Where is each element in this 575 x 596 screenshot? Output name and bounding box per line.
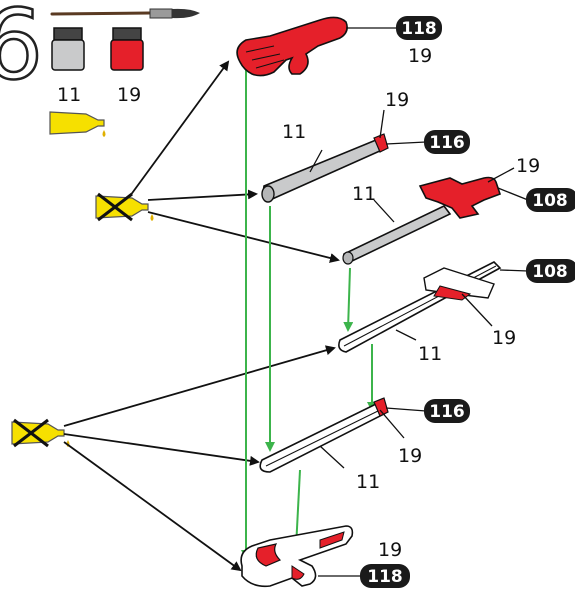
paint-pot-red-icon — [110, 27, 144, 71]
svg-text:116: 116 — [429, 402, 465, 422]
part-number-badge: 118 — [396, 16, 442, 40]
paint-code-grey: 11 — [57, 84, 81, 106]
no-glue-icon — [11, 418, 70, 448]
paint-label: 11 — [356, 471, 380, 493]
part-number-badge: 108 — [526, 259, 575, 283]
paintbrush-icon — [50, 8, 200, 19]
part-rod — [342, 204, 452, 265]
paint-pot-grey-icon — [51, 27, 85, 71]
paint-label: 19 — [385, 89, 409, 111]
paint-label: 19 — [516, 155, 540, 177]
paint-label: 11 — [418, 343, 442, 365]
paint-label: 19 — [378, 539, 402, 561]
paint-label: 11 — [352, 183, 376, 205]
part-116-tube — [261, 133, 389, 203]
step-number: 6 — [0, 0, 43, 101]
part-116-channel — [259, 397, 389, 473]
glue-arrows — [63, 60, 340, 572]
part-108-long-rail — [338, 261, 502, 353]
leader-lines — [309, 27, 529, 577]
part-number-badge: 108 — [526, 188, 575, 212]
no-glue-icon — [95, 192, 154, 222]
paint-code-red: 19 — [117, 84, 141, 106]
svg-text:108: 108 — [532, 262, 568, 282]
part-number-badge: 116 — [424, 130, 470, 154]
part-number-badge: 116 — [424, 399, 470, 423]
paint-label: 19 — [398, 445, 422, 467]
part-108-t-piece — [418, 176, 502, 219]
paint-label: 19 — [492, 327, 516, 349]
svg-text:108: 108 — [532, 191, 568, 211]
svg-text:118: 118 — [367, 567, 403, 587]
svg-text:118: 118 — [401, 19, 437, 39]
glue-tube-icon — [49, 111, 106, 137]
part-118-bottom — [240, 525, 354, 588]
assembly-arrows — [241, 70, 377, 560]
part-118-top — [236, 16, 348, 77]
svg-text:116: 116 — [429, 133, 465, 153]
part-number-badge: 118 — [360, 564, 410, 588]
paint-label: 19 — [408, 45, 432, 67]
paint-label: 11 — [282, 121, 306, 143]
